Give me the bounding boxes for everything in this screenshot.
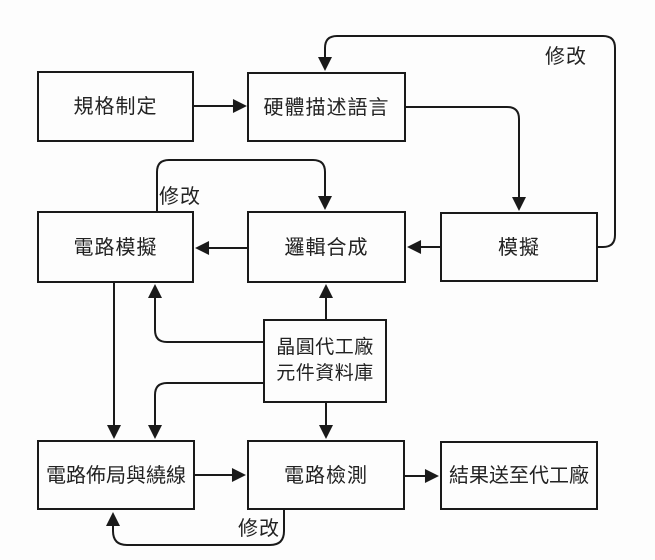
- edge-label-modify-mid: 修改: [159, 184, 201, 208]
- node-circuit-simulation: 電路模擬: [37, 211, 194, 283]
- node-circuit-test: 電路檢測: [247, 440, 405, 510]
- edge-label-modify-bottom: 修改: [238, 516, 280, 540]
- node-circuit-test-label: 電路檢測: [284, 462, 368, 487]
- node-logic-synthesis: 邏輯合成: [247, 211, 406, 283]
- node-layout-and-routing: 電路佈局與繞線: [37, 440, 195, 510]
- edge-circuit-sim-to-logic-synth-modify-loop: [156, 159, 332, 211]
- node-simulation-label: 模擬: [498, 234, 540, 259]
- node-circuit-simulation-label: 電路模擬: [73, 234, 158, 259]
- node-specification: 規格制定: [37, 71, 194, 142]
- node-layout-and-routing-label: 電路佈局與繞線: [46, 462, 186, 487]
- node-send-result-to-foundry-label: 結果送至代工廠: [449, 463, 589, 487]
- node-send-result-to-foundry: 結果送至代工廠: [440, 441, 598, 510]
- edge-foundry-to-circuit-sim: [148, 284, 263, 343]
- node-simulation: 模擬: [440, 212, 598, 282]
- edge-foundry-to-layout: [148, 382, 263, 439]
- node-hardware-description-language: 硬體描述語言: [247, 72, 406, 142]
- edge-label-modify-top: 修改: [545, 44, 587, 68]
- node-logic-synthesis-label: 邏輯合成: [284, 234, 369, 259]
- node-foundry-component-library-line2: 元件資料庫: [276, 362, 374, 384]
- edge-sim-to-hdl-modify-loop: [318, 35, 616, 248]
- edge-hdl-to-sim: [406, 106, 526, 211]
- node-specification-label: 規格制定: [73, 94, 158, 118]
- edge-test-to-layout-modify-loop: [106, 510, 285, 546]
- node-hardware-description-language-label: 硬體描述語言: [263, 94, 390, 119]
- node-foundry-component-library-line1: 晶圓代工廠: [276, 336, 374, 359]
- node-foundry-component-library: 晶圓代工廠 元件資料庫: [263, 319, 387, 403]
